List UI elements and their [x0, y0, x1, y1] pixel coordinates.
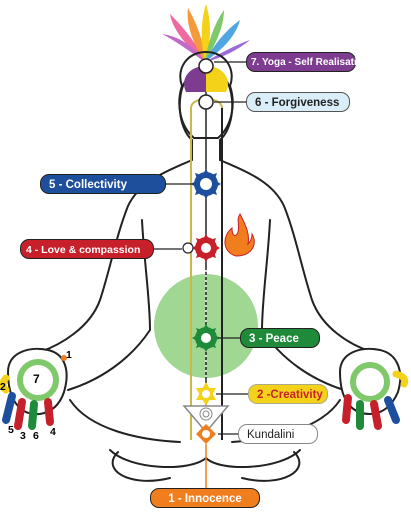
finger-number-5: 5 — [8, 424, 14, 436]
left-hand — [0, 347, 68, 430]
finger-number-4: 4 — [50, 426, 56, 438]
vishuddhi-chakra — [191, 169, 221, 199]
swadisthan-chakra — [196, 382, 216, 406]
label-love-compassion: 4 - Love & compassion — [20, 239, 154, 259]
crown-node — [198, 58, 214, 74]
label-yoga-self-realisation: 7. Yoga - Self Realisation — [246, 52, 369, 72]
finger-number-1: 1 — [66, 349, 72, 361]
nabhi-chakra — [192, 324, 220, 352]
label-collectivity: 5 - Collectivity — [40, 174, 166, 194]
label-kundalini: Kundalini — [238, 424, 318, 444]
head-outline — [178, 50, 234, 139]
crown-left-half — [184, 66, 206, 92]
finger-number-2: 2 — [0, 381, 6, 393]
flame-icon — [224, 213, 255, 257]
label-peace: 3 - Peace — [240, 328, 320, 348]
label-creativity: 2 -Creativity — [248, 384, 328, 404]
finger-number-6: 6 — [33, 430, 39, 442]
palm-number-7: 7 — [33, 372, 40, 386]
kundalini-triangle — [182, 405, 230, 434]
label-forgiveness: 6 - Forgiveness — [246, 92, 350, 112]
right-hand — [338, 347, 409, 430]
finger-number-3: 3 — [20, 430, 26, 442]
label-innocence: 1 - Innocence — [150, 488, 260, 508]
crown-right-half — [206, 66, 228, 92]
mooladhara-chakra — [196, 424, 216, 444]
body-outline — [39, 79, 373, 482]
heart-left-node — [182, 242, 194, 254]
heart-chakra — [192, 234, 220, 262]
agnya-node — [198, 94, 214, 110]
crown-petals — [162, 4, 250, 62]
